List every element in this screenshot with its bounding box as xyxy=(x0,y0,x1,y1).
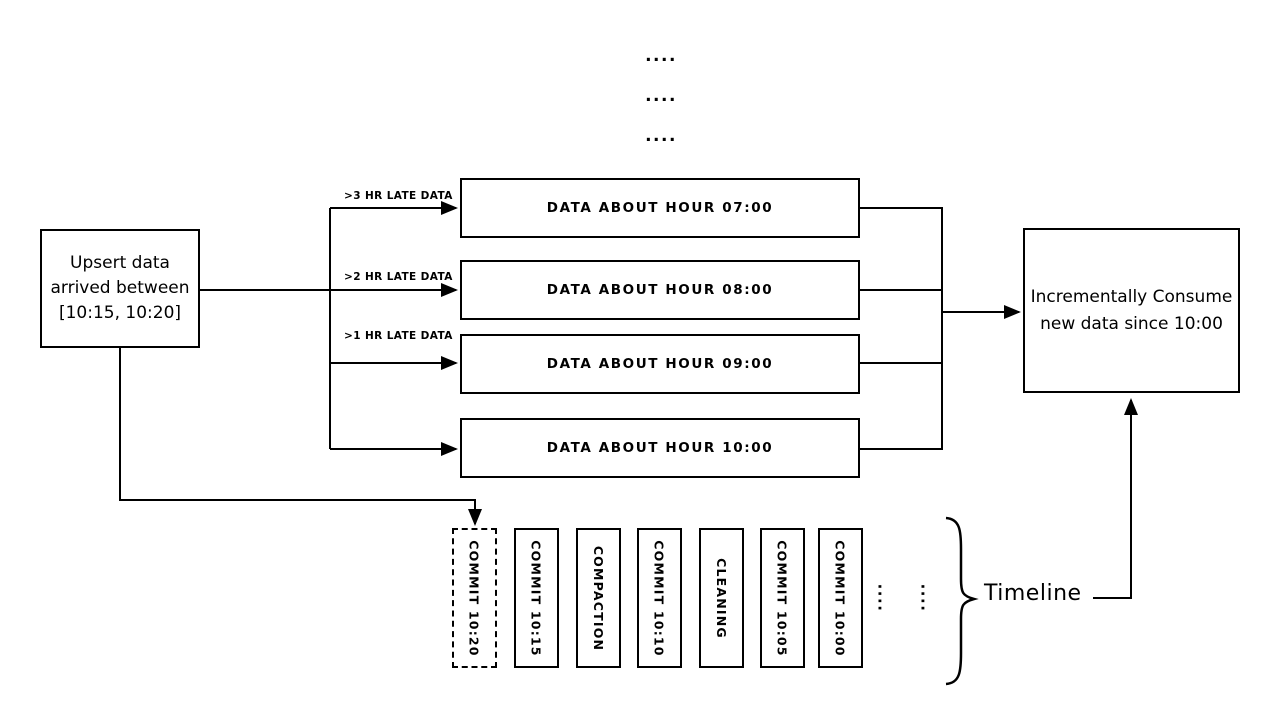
hour-data-label: DATA ABOUT HOUR 09:00 xyxy=(546,356,774,372)
consume-line: Incrementally Consume xyxy=(1030,286,1233,307)
upsert-data-box: Upsert data arrived between [10:15, 10:2… xyxy=(40,229,200,348)
upsert-line: [10:15, 10:20] xyxy=(58,303,182,323)
consume-line: new data since 10:00 xyxy=(1040,313,1223,334)
upsert-branch-lines xyxy=(200,201,458,456)
upsert-to-commit-arrow xyxy=(119,348,482,526)
timeline-label: Timeline xyxy=(984,581,1082,606)
ellipsis-row: .... xyxy=(645,46,677,66)
late-data-label: >1 HR LATE DATA xyxy=(344,330,453,342)
commit-label: CLEANING xyxy=(714,557,730,639)
upsert-line: arrived between xyxy=(50,278,190,298)
hour-data-label: DATA ABOUT HOUR 07:00 xyxy=(546,200,774,216)
commit-box: COMMIT 10:05 xyxy=(760,528,805,668)
hour-data-label: DATA ABOUT HOUR 08:00 xyxy=(546,282,774,298)
commit-label: COMMIT 10:10 xyxy=(652,539,667,657)
hour-data-box: DATA ABOUT HOUR 09:00 xyxy=(460,334,860,394)
ellipsis-vertical: .... xyxy=(870,583,896,613)
commit-box-inflight: COMMIT 10:20 xyxy=(452,528,497,668)
hour-data-box: DATA ABOUT HOUR 07:00 xyxy=(460,178,860,238)
merge-lines xyxy=(860,207,1021,450)
commit-box: COMMIT 10:00 xyxy=(818,528,863,668)
late-data-label: >3 HR LATE DATA xyxy=(344,190,453,202)
commit-box: COMMIT 10:15 xyxy=(514,528,559,668)
commit-label: COMMIT 10:00 xyxy=(833,539,848,657)
commit-box: CLEANING xyxy=(699,528,744,668)
upsert-line: Upsert data xyxy=(70,253,170,273)
timeline-to-consume-arrow xyxy=(1093,398,1138,599)
ellipsis-glyphs: .... xyxy=(874,583,893,613)
ellipsis-vertical: .... xyxy=(913,583,939,613)
hour-data-box: DATA ABOUT HOUR 08:00 xyxy=(460,260,860,320)
late-data-label: >2 HR LATE DATA xyxy=(344,271,453,283)
commit-label: COMMIT 10:05 xyxy=(775,539,790,657)
commit-label: COMMIT 10:20 xyxy=(467,539,482,657)
hour-data-box: DATA ABOUT HOUR 10:00 xyxy=(460,418,860,478)
ellipsis-row: .... xyxy=(645,86,677,106)
ellipsis-glyphs: .... xyxy=(917,583,936,613)
incremental-consume-box: Incrementally Consume new data since 10:… xyxy=(1023,228,1240,393)
commit-box: COMMIT 10:10 xyxy=(637,528,682,668)
hour-data-label: DATA ABOUT HOUR 10:00 xyxy=(546,440,774,456)
timeline-brace xyxy=(945,516,979,686)
ellipsis-row: .... xyxy=(645,126,677,146)
commit-box: COMPACTION xyxy=(576,528,621,668)
commit-label: COMMIT 10:15 xyxy=(529,539,544,657)
commit-label: COMPACTION xyxy=(591,545,606,651)
